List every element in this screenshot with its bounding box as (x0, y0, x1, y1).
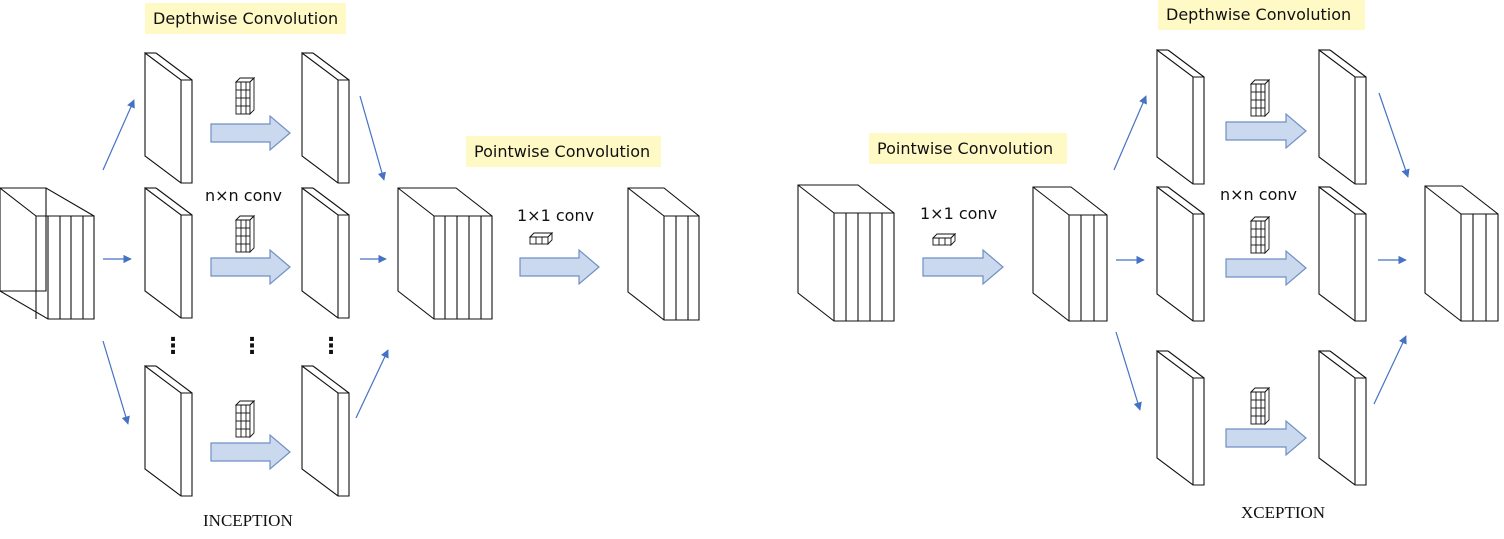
xception-nxn-conv-label: n×n conv (1220, 185, 1297, 204)
inception-depth-out-3 (301, 364, 350, 497)
xception-block-arrow-3 (1225, 419, 1307, 457)
inception-ellipsis-2: ⋮ (241, 334, 263, 359)
xception-arrow-out-top (1378, 92, 1410, 178)
inception-block-arrow-1 (210, 114, 291, 152)
inception-block-arrow-3 (210, 433, 291, 471)
xception-depth-out-2 (1318, 185, 1367, 322)
inception-input-stack (0, 187, 95, 320)
inception-ellipsis-1: ⋮ (162, 334, 184, 359)
xception-pointwise-output-stack (1032, 186, 1108, 322)
inception-depthwise-label-bg (145, 3, 346, 34)
inception-depth-out-1 (301, 51, 350, 184)
xception-kernel-icon-3 (1249, 386, 1271, 426)
inception-arrow-in-top (102, 99, 135, 171)
xception-caption: XCEPTION (1241, 503, 1325, 522)
inception-ellipsis-3: ⋮ (320, 334, 342, 359)
xception-depth-slice-3 (1156, 349, 1205, 486)
xception-arrow-in-top (1113, 95, 1147, 171)
xception-block-arrow-2 (1225, 249, 1307, 287)
xception-kernel-icon-2 (1249, 215, 1271, 255)
xception-depth-slice-1 (1156, 48, 1205, 185)
xception-depth-slice-2 (1156, 185, 1205, 322)
inception-pointwise-label: Pointwise Convolution (474, 142, 650, 161)
inception-panel: Depthwise Convolution Pointwise Convolut… (0, 3, 700, 530)
inception-pointwise-arrow (519, 248, 600, 286)
inception-depth-slice-3 (144, 364, 193, 497)
inception-output-stack (627, 187, 700, 321)
inception-arrow-out-bot (355, 349, 389, 419)
inception-pointwise-label-bg (466, 136, 661, 167)
xception-depthwise-label: Depthwise Convolution (1166, 5, 1351, 24)
inception-arrow-in-bot (102, 340, 130, 425)
xception-concat-stack (1424, 185, 1499, 322)
xception-pointwise-label: Pointwise Convolution (877, 139, 1053, 158)
xception-arrow-in-bot (1115, 331, 1142, 411)
inception-depth-slice-1 (144, 51, 193, 184)
xception-input-stack (797, 184, 895, 322)
inception-pointwise-kernel-icon (528, 231, 554, 246)
xception-pointwise-kernel-icon (931, 232, 957, 247)
inception-concat-stack (397, 187, 493, 320)
xception-depth-out-1 (1318, 48, 1367, 185)
xception-panel: Pointwise Convolution Depthwise Convolut… (797, 0, 1499, 522)
xception-pointwise-arrow (922, 248, 1004, 286)
inception-nxn-conv-label: n×n conv (205, 186, 282, 205)
inception-kernel-icon-3 (234, 399, 256, 439)
inception-arrow-out-top (359, 95, 386, 181)
inception-depth-out-2 (301, 186, 350, 319)
xception-1x1-conv-label: 1×1 conv (920, 204, 997, 223)
inception-kernel-icon-2 (234, 214, 256, 254)
xception-kernel-icon-1 (1249, 78, 1271, 118)
inception-depthwise-label: Depthwise Convolution (153, 9, 338, 28)
inception-depth-slice-2 (144, 186, 193, 319)
inception-block-arrow-2 (210, 248, 291, 286)
xception-block-arrow-1 (1225, 112, 1307, 150)
xception-depthwise-label-bg (1158, 0, 1365, 30)
xception-pointwise-label-bg (869, 133, 1067, 164)
xception-arrow-out-bot (1373, 335, 1407, 405)
inception-1x1-conv-label: 1×1 conv (517, 206, 594, 225)
inception-kernel-icon-1 (234, 76, 256, 116)
inception-caption: INCEPTION (203, 511, 293, 530)
xception-depth-out-3 (1318, 349, 1367, 486)
